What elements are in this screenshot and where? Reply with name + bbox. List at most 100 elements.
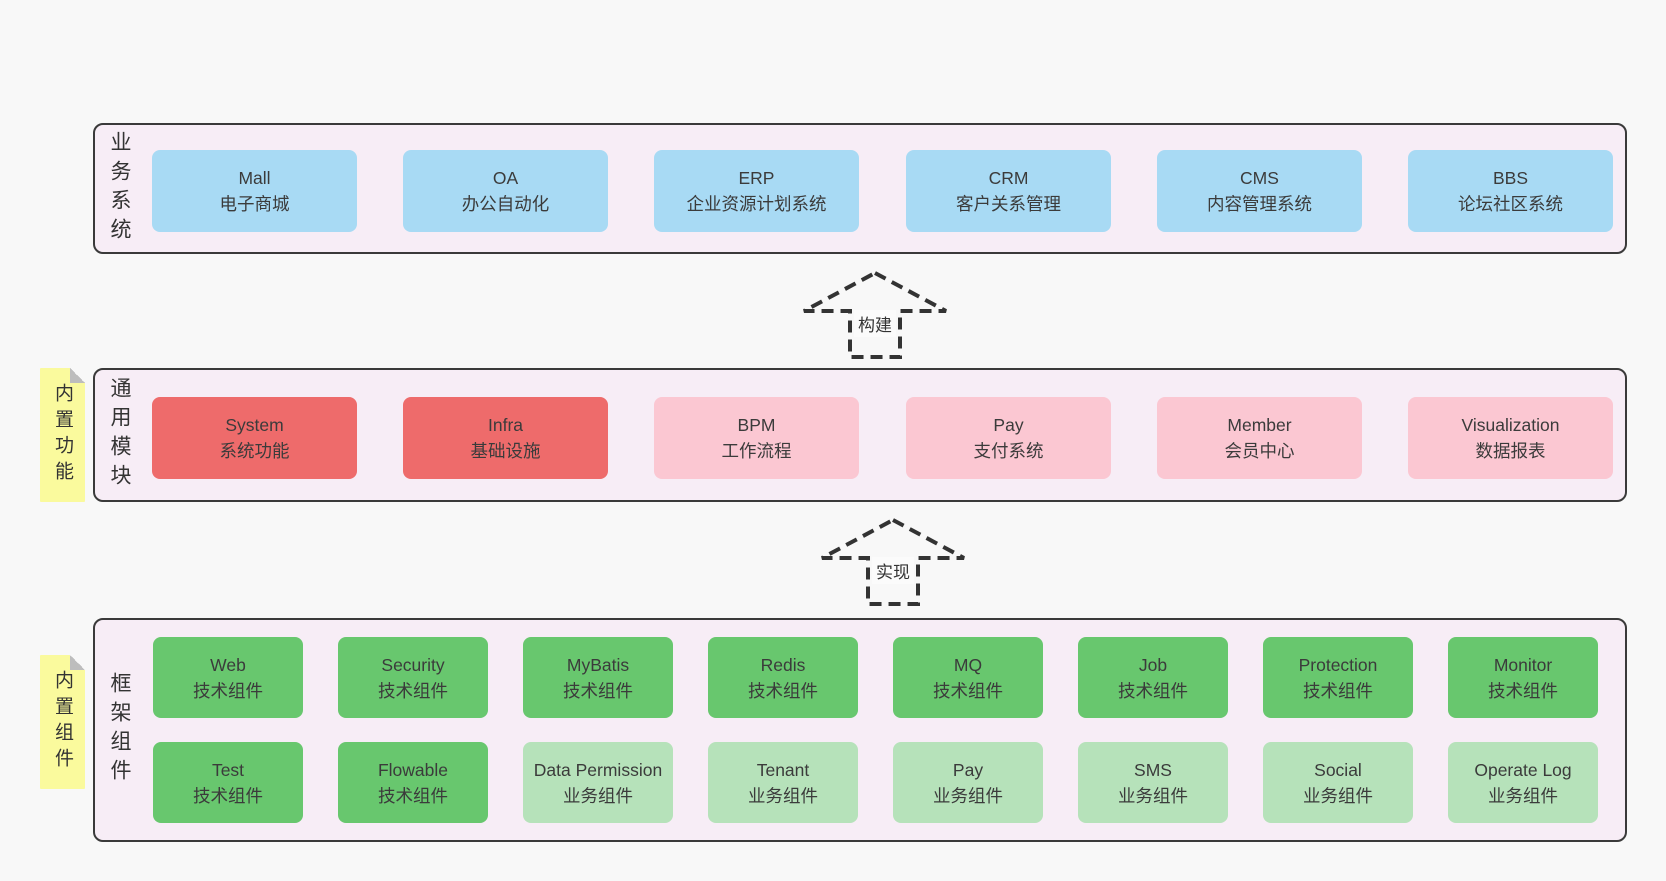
- box-name: Redis: [760, 654, 806, 675]
- business-systems-label: 业务系统: [108, 130, 131, 247]
- module-box-visualization: Visualization 数据报表: [1408, 397, 1613, 479]
- module-box-system: System 系统功能: [152, 397, 357, 479]
- box-desc: 技术组件: [378, 785, 448, 806]
- box-name: Social: [1314, 759, 1362, 780]
- box-desc: 基础设施: [470, 441, 541, 461]
- box-name: SMS: [1134, 759, 1172, 780]
- box-desc: 工作流程: [721, 441, 792, 461]
- module-box-member: Member 会员中心: [1157, 397, 1362, 479]
- box-desc: 办公自动化: [461, 194, 550, 214]
- implement-arrow: 实现: [820, 517, 966, 607]
- box-desc: 业务组件: [1118, 785, 1188, 806]
- box-desc: 技术组件: [378, 680, 448, 701]
- component-box-mq: MQ 技术组件: [893, 637, 1043, 718]
- box-name: Visualization: [1461, 415, 1560, 435]
- component-box-sms: SMS 业务组件: [1078, 742, 1228, 823]
- builtin-features-sticky-note: 内置功能: [40, 368, 85, 502]
- component-box-pay: Pay 业务组件: [893, 742, 1043, 823]
- component-box-redis: Redis 技术组件: [708, 637, 858, 718]
- box-name: CRM: [988, 168, 1029, 188]
- box-name: System: [225, 415, 284, 435]
- module-box-bpm: BPM 工作流程: [654, 397, 859, 479]
- box-name: Tenant: [756, 759, 810, 780]
- box-name: Pay: [993, 415, 1024, 435]
- folded-corner-icon: [70, 368, 85, 383]
- box-name: ERP: [738, 168, 775, 188]
- box-desc: 系统功能: [219, 441, 290, 461]
- component-box-monitor: Monitor 技术组件: [1448, 637, 1598, 718]
- module-box-infra: Infra 基础设施: [403, 397, 608, 479]
- box-name: BBS: [1492, 168, 1529, 188]
- box-desc: 业务组件: [933, 785, 1003, 806]
- component-box-mybatis: MyBatis 技术组件: [523, 637, 673, 718]
- common-modules-panel: 通用模块: [93, 368, 1627, 502]
- business-box-cms: CMS 内容管理系统: [1157, 150, 1362, 232]
- box-desc: 技术组件: [193, 785, 263, 806]
- box-name: Security: [381, 654, 445, 675]
- box-name: Web: [210, 654, 246, 675]
- dashed-up-arrow-icon: [821, 517, 965, 606]
- module-box-pay: Pay 支付系统: [906, 397, 1111, 479]
- box-desc: 技术组件: [193, 680, 263, 701]
- component-box-social: Social 业务组件: [1263, 742, 1413, 823]
- box-desc: 技术组件: [933, 680, 1003, 701]
- component-box-job: Job 技术组件: [1078, 637, 1228, 718]
- box-desc: 技术组件: [748, 680, 818, 701]
- box-desc: 论坛社区系统: [1458, 194, 1563, 214]
- box-desc: 数据报表: [1475, 441, 1546, 461]
- box-desc: 业务组件: [748, 785, 818, 806]
- folded-corner-icon: [70, 655, 85, 670]
- box-name: BPM: [737, 415, 776, 435]
- component-box-security: Security 技术组件: [338, 637, 488, 718]
- box-desc: 客户关系管理: [956, 194, 1061, 214]
- implement-arrow-label: 实现: [872, 557, 914, 584]
- build-arrow: 构建: [802, 270, 948, 360]
- box-name: Mall: [238, 168, 271, 188]
- framework-components-label: 框架组件: [108, 672, 131, 788]
- box-name: Job: [1138, 654, 1168, 675]
- box-desc: 支付系统: [973, 441, 1044, 461]
- box-desc: 技术组件: [1303, 680, 1373, 701]
- box-name: MyBatis: [566, 654, 630, 675]
- build-arrow-label: 构建: [854, 310, 896, 337]
- box-desc: 企业资源计划系统: [686, 194, 827, 214]
- box-name: Data Permission: [533, 759, 663, 780]
- builtin-components-sticky-text: 内置组件: [52, 670, 73, 774]
- business-box-mall: Mall 电子商城: [152, 150, 357, 232]
- box-name: Member: [1227, 415, 1292, 435]
- component-box-protection: Protection 技术组件: [1263, 637, 1413, 718]
- box-desc: 技术组件: [1488, 680, 1558, 701]
- box-desc: 技术组件: [563, 680, 633, 701]
- business-box-bbs: BBS 论坛社区系统: [1408, 150, 1613, 232]
- box-desc: 内容管理系统: [1207, 194, 1312, 214]
- component-box-test: Test 技术组件: [153, 742, 303, 823]
- box-desc: 业务组件: [1303, 785, 1373, 806]
- common-modules-label: 通用模块: [108, 377, 131, 493]
- box-desc: 业务组件: [1488, 785, 1558, 806]
- builtin-components-sticky-note: 内置组件: [40, 655, 85, 789]
- box-name: OA: [492, 168, 519, 188]
- box-name: MQ: [953, 654, 983, 675]
- component-box-web: Web 技术组件: [153, 637, 303, 718]
- box-desc: 业务组件: [563, 785, 633, 806]
- box-name: CMS: [1240, 168, 1279, 188]
- box-name: Infra: [487, 415, 524, 435]
- builtin-features-sticky-text: 内置功能: [52, 383, 73, 487]
- box-name: Protection: [1298, 654, 1378, 675]
- business-box-crm: CRM 客户关系管理: [906, 150, 1111, 232]
- box-name: Pay: [952, 759, 984, 780]
- box-desc: 会员中心: [1224, 441, 1295, 461]
- box-name: Operate Log: [1474, 759, 1572, 780]
- business-box-oa: OA 办公自动化: [403, 150, 608, 232]
- dashed-up-arrow-icon: [803, 270, 947, 359]
- business-box-erp: ERP 企业资源计划系统: [654, 150, 859, 232]
- box-desc: 技术组件: [1118, 680, 1188, 701]
- component-box-tenant: Tenant 业务组件: [708, 742, 858, 823]
- box-name: Flowable: [377, 759, 449, 780]
- box-desc: 电子商城: [219, 194, 290, 214]
- component-box-data-permission: Data Permission 业务组件: [523, 742, 673, 823]
- component-box-flowable: Flowable 技术组件: [338, 742, 488, 823]
- box-name: Monitor: [1493, 654, 1553, 675]
- component-box-operate-log: Operate Log 业务组件: [1448, 742, 1598, 823]
